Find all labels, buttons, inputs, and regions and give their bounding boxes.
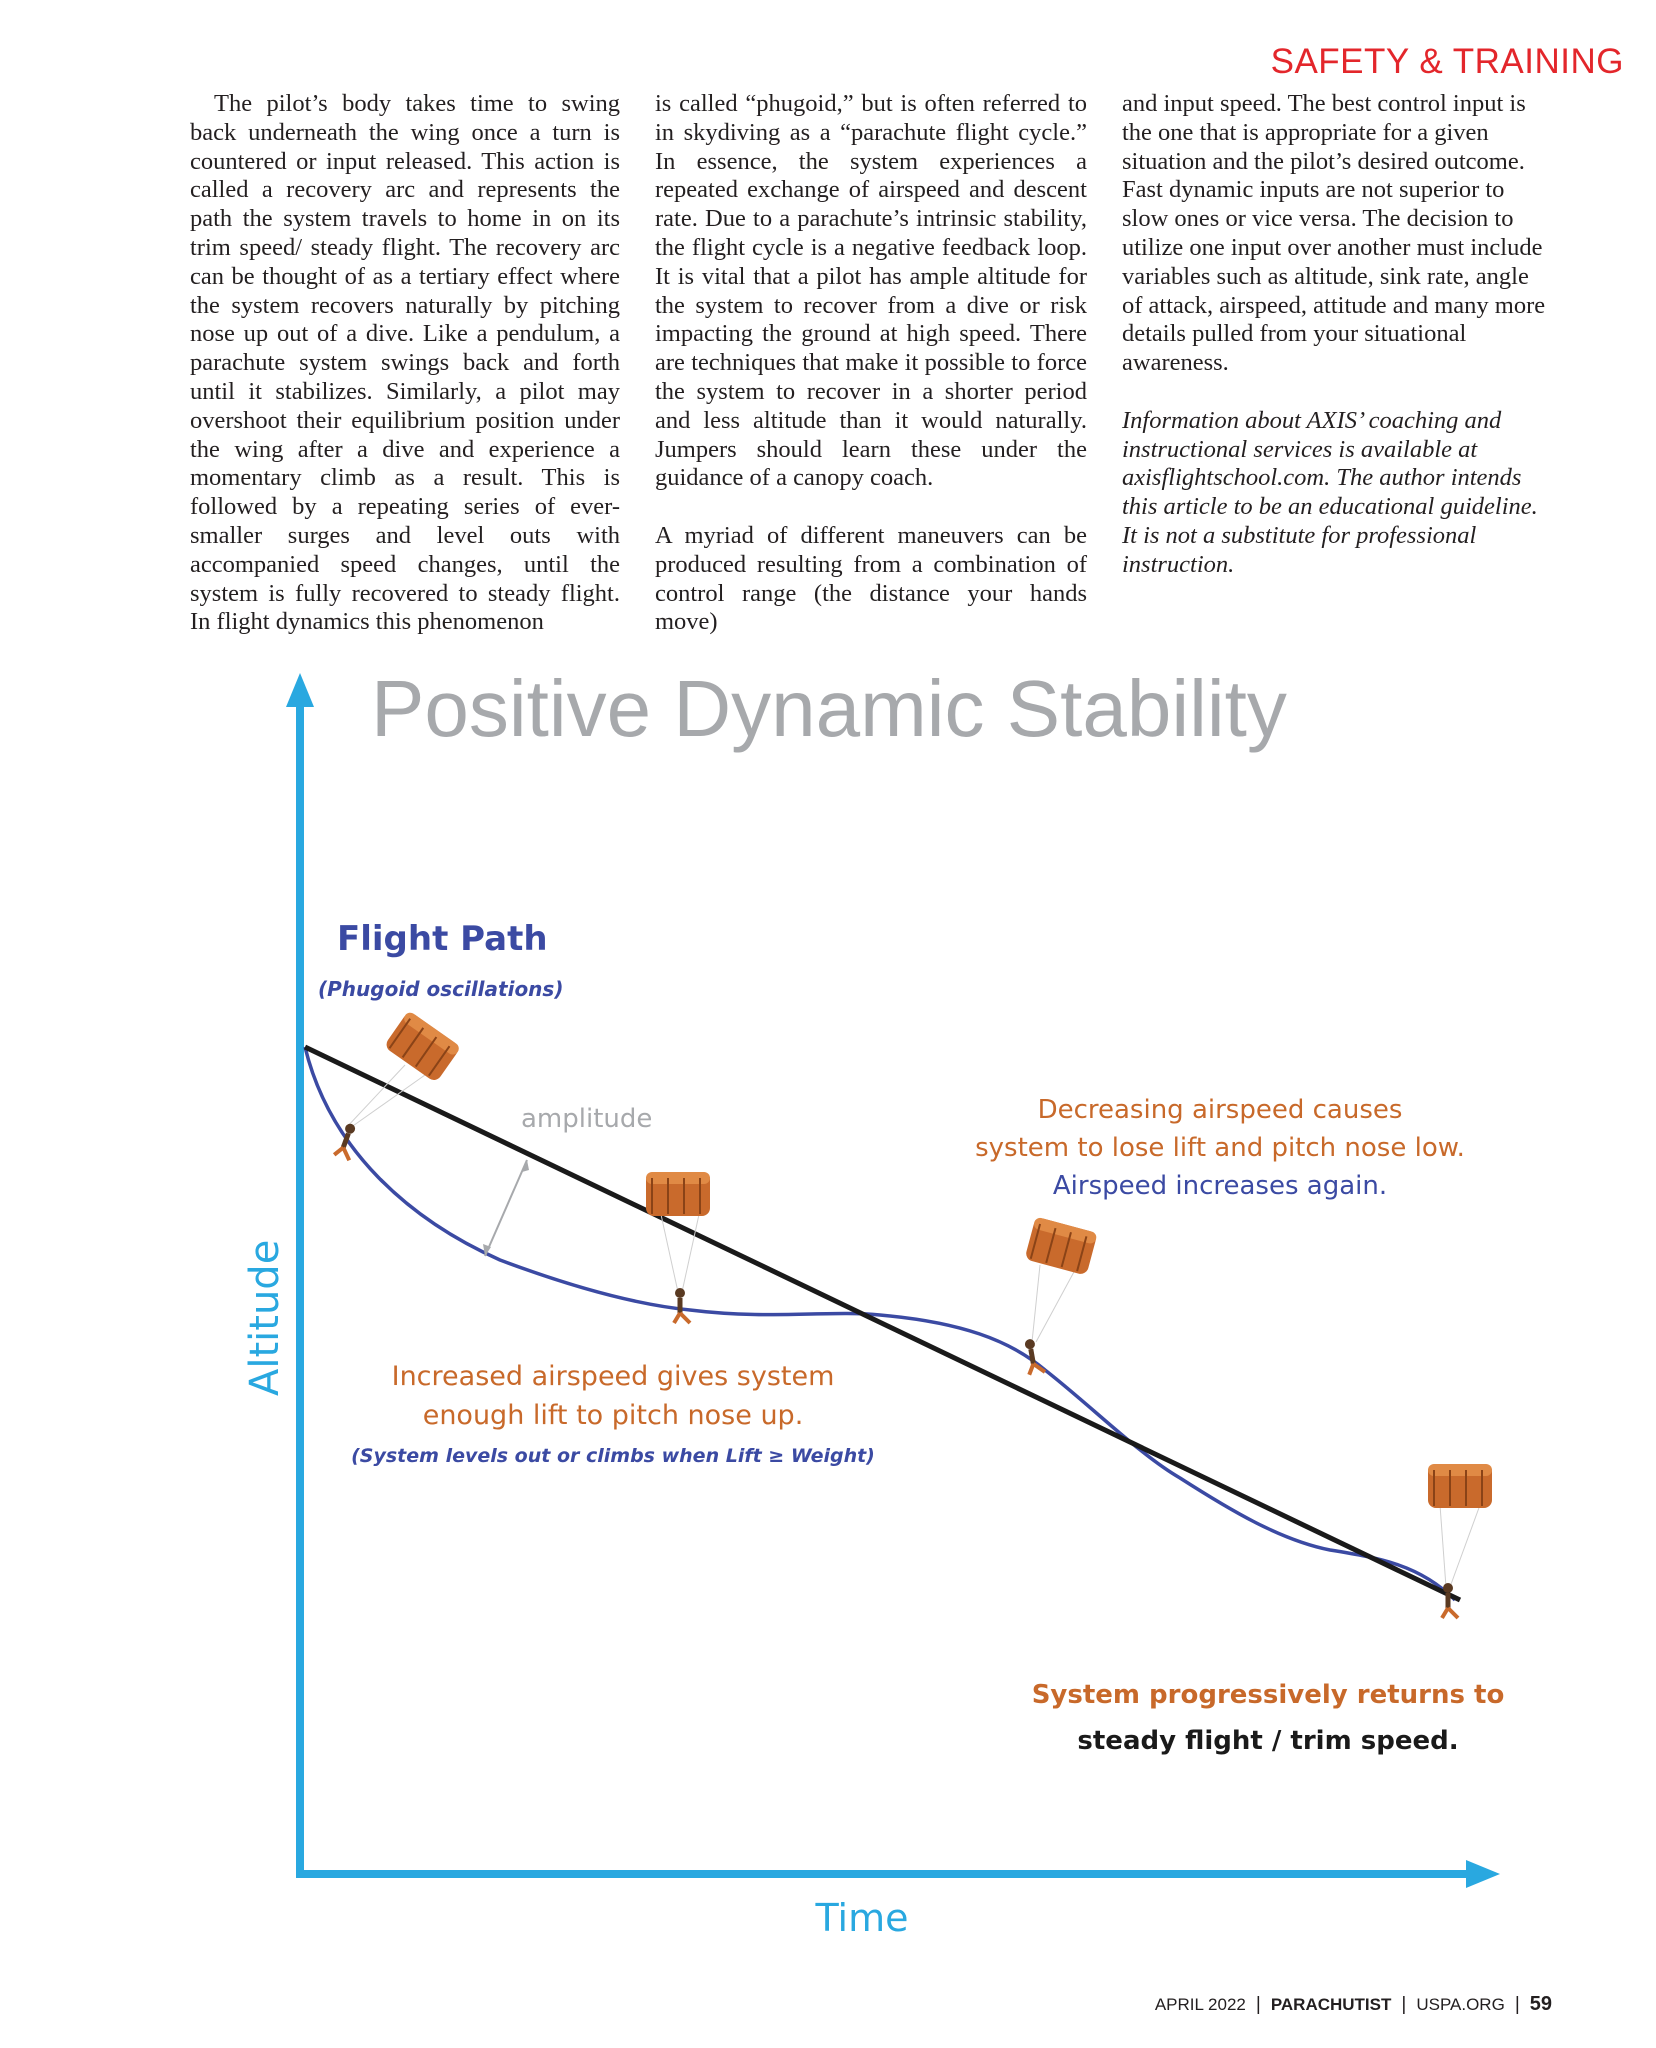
y-axis-label: Altitude xyxy=(242,1240,288,1396)
phugoid-flight-path xyxy=(303,1046,1457,1602)
col1-paragraph-1: The pilot’s body takes time to swing bac… xyxy=(190,90,620,636)
col2-paragraph-1: is called “phugoid,” but is often referr… xyxy=(655,90,1087,492)
note-returns-line-1: System progressively returns to xyxy=(1032,1680,1505,1710)
note-increased-line-2: enough lift to pitch nose up. xyxy=(423,1400,804,1431)
note-decreasing-line-1: Decreasing airspeed causes xyxy=(1038,1095,1403,1125)
article-column-2: is called “phugoid,” but is often referr… xyxy=(655,90,1087,637)
y-axis xyxy=(286,673,314,1874)
page-footer: APRIL 2022 | PARACHUTIST | USPA.ORG | 59 xyxy=(1155,1993,1552,2016)
footer-site: USPA.ORG xyxy=(1416,1994,1505,2014)
note-increased-line-3: (System levels out or climbs when Lift ≥… xyxy=(351,1445,875,1467)
article-column-1: The pilot’s body takes time to swing bac… xyxy=(190,90,620,637)
col2-paragraph-2: A myriad of different maneuvers can be p… xyxy=(655,521,1087,636)
parachutist-figure-3 xyxy=(1023,1215,1099,1375)
page-number: 59 xyxy=(1529,1993,1552,2015)
note-decreasing-line-2: system to lose lift and pitch nose low. xyxy=(975,1133,1465,1163)
trim-speed-line xyxy=(303,1044,1462,1603)
amplitude-marker xyxy=(484,1159,528,1257)
parachutist-figure-2 xyxy=(645,1171,711,1323)
note-decreasing-line-3: Airspeed increases again. xyxy=(1053,1171,1387,1201)
footer-publication: PARACHUTIST xyxy=(1270,1994,1392,2014)
footer-separator: | xyxy=(1514,1993,1520,2015)
footer-separator: | xyxy=(1401,1993,1407,2015)
flight-path-title: Flight Path xyxy=(337,919,548,959)
footer-date: APRIL 2022 xyxy=(1154,1994,1246,2014)
stability-diagram: Positive Dynamic Stability Altitude Time… xyxy=(242,664,1505,1940)
col3-author-note: Information about AXIS’ coaching and ins… xyxy=(1122,406,1538,578)
x-axis-label: Time xyxy=(815,1896,909,1940)
article-column-3: and input speed. The best control input … xyxy=(1122,90,1554,580)
footer-separator: | xyxy=(1255,1993,1261,2015)
note-returns-line-2: steady flight / trim speed. xyxy=(1077,1726,1458,1756)
col3-paragraph-1: and input speed. The best control input … xyxy=(1122,90,1546,377)
diagram-title: Positive Dynamic Stability xyxy=(371,664,1287,753)
parachutist-figure-1 xyxy=(334,1009,463,1160)
flight-path-subtitle: (Phugoid oscillations) xyxy=(318,977,563,1001)
section-tag: SAFETY & TRAINING xyxy=(1270,42,1624,81)
amplitude-label: amplitude xyxy=(521,1104,652,1134)
x-axis xyxy=(296,1860,1500,1888)
note-increased-line-1: Increased airspeed gives system xyxy=(392,1361,835,1392)
parachutist-figure-4 xyxy=(1427,1463,1493,1618)
